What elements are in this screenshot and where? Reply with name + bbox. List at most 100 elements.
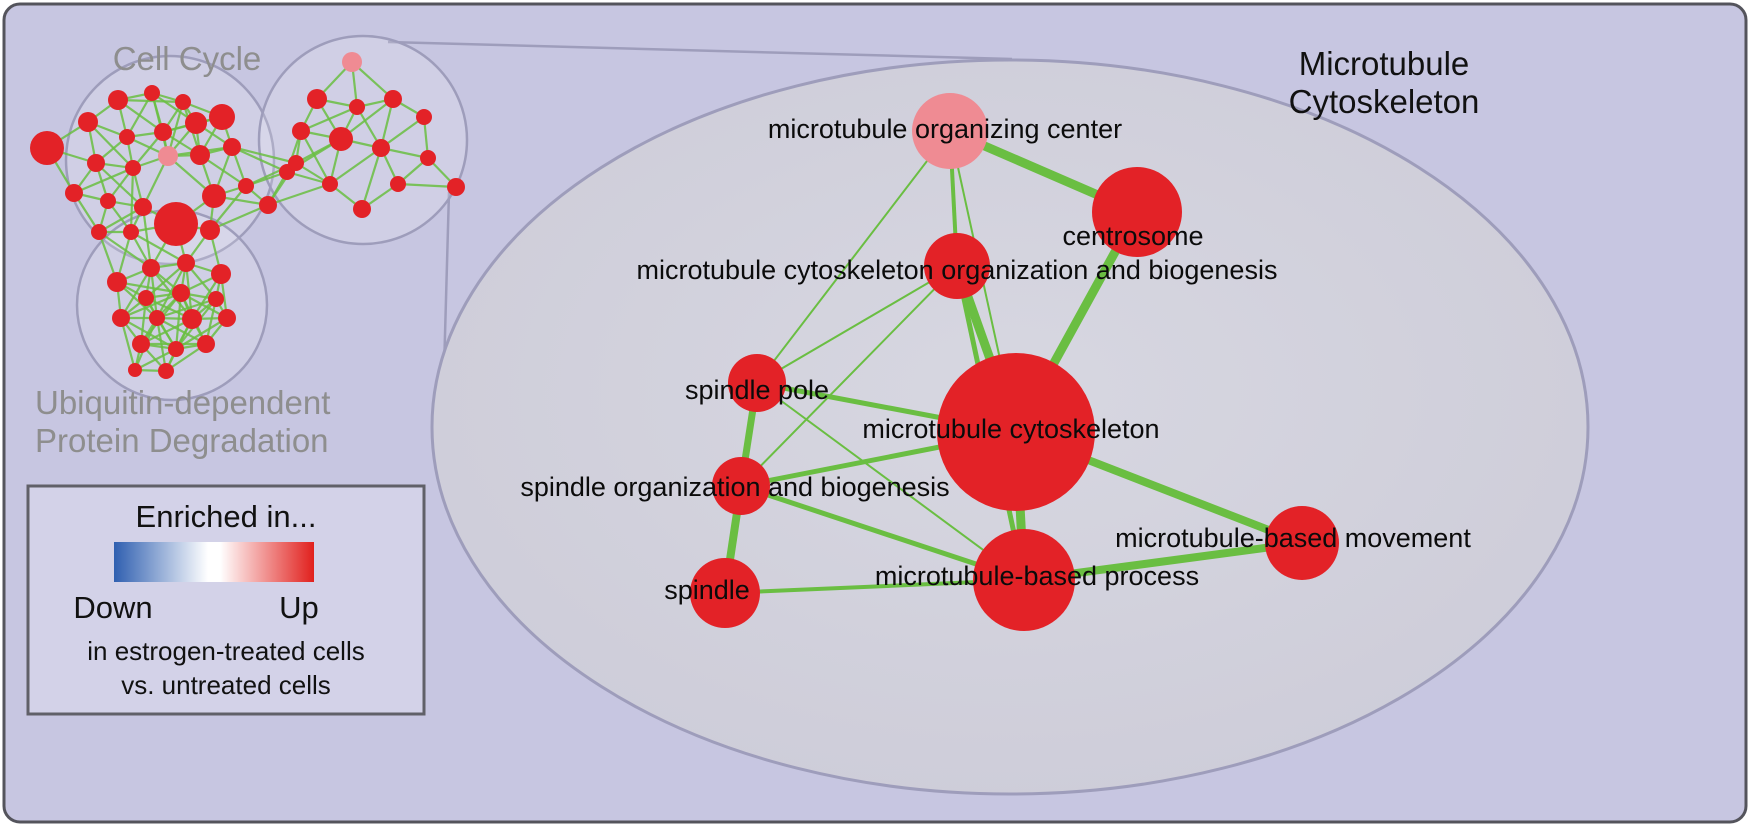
gene-set-node: [158, 363, 174, 379]
gene-set-node: [197, 335, 215, 353]
overview-edge: [329, 147, 382, 185]
node-label-spindle_pole: spindle pole: [685, 375, 829, 405]
gene-set-node-centrosome: [1092, 167, 1182, 257]
gene-set-node: [175, 94, 191, 110]
legend-title: Enriched in...: [136, 499, 317, 534]
gene-set-node: [190, 145, 210, 165]
overlap-edge-moc-spindle_pole: [756, 130, 951, 384]
gene-set-node: [372, 139, 390, 157]
legend-up-label: Up: [279, 590, 319, 625]
gene-set-node-mcob: [924, 233, 990, 299]
overview-edge: [300, 130, 331, 185]
overview-edge: [141, 206, 153, 269]
gene-set-node: [154, 202, 198, 246]
gene-set-node: [238, 178, 254, 194]
gene-set-node-mbm: [1265, 506, 1339, 580]
gene-set-node: [447, 178, 465, 196]
gene-set-node: [322, 176, 338, 192]
node-label-mbm: microtubule-based movement: [1115, 523, 1471, 553]
gene-set-node: [87, 154, 105, 172]
overlap-edge-mcob-spindle_pole: [756, 265, 958, 384]
node-label-moc: microtubule organizing center: [768, 114, 1122, 144]
overlap-edge-spindle_pole-mbp: [756, 382, 1025, 581]
gene-set-node: [30, 131, 64, 165]
gene-set-node: [108, 90, 128, 110]
gene-set-node: [158, 146, 178, 166]
legend-caption-line1: in estrogen-treated cells: [87, 636, 364, 666]
gene-set-node-mbp: [973, 529, 1075, 631]
overview-edge: [126, 92, 153, 138]
overview-edge: [156, 317, 207, 345]
gene-set-node: [208, 291, 224, 307]
gene-set-node: [134, 198, 152, 216]
gene-set-node: [211, 264, 231, 284]
overview-edge: [397, 182, 457, 189]
legend-box: [26, 484, 426, 716]
gene-set-node: [416, 109, 432, 125]
detail-nodes: [690, 93, 1339, 631]
ubiquitin-label-line1: Ubiquitin-dependent: [35, 384, 330, 421]
gene-set-node: [123, 224, 139, 240]
gene-set-node: [349, 99, 365, 115]
legend: Enriched in... Down Up in estrogen-treat…: [26, 484, 426, 716]
gene-set-node: [91, 224, 107, 240]
overview-edge: [209, 203, 269, 232]
gene-set-node-sob: [712, 457, 770, 515]
gene-set-node: [100, 193, 116, 209]
overview-edge: [130, 231, 187, 264]
node-label-sob: spindle organization and biogenesis: [520, 472, 949, 502]
node-label-mbp: microtubule-based process: [875, 561, 1199, 591]
gene-set-node: [259, 196, 277, 214]
overview-edge: [120, 291, 182, 320]
microtubule-title-line2: Cytoskeleton: [1289, 83, 1480, 120]
overview-edge: [231, 145, 288, 174]
gene-set-node: [65, 184, 83, 202]
node-label-mcob: microtubule cytoskeleton organization an…: [637, 255, 1278, 285]
gene-set-node: [182, 309, 202, 329]
overview-edge: [360, 147, 383, 210]
overview-edge: [120, 267, 152, 319]
gene-set-node: [128, 363, 142, 377]
gene-set-node: [168, 341, 184, 357]
overview-edge: [129, 167, 135, 233]
node-label-spindle: spindle: [664, 575, 750, 605]
overlap-edge-mcob-sob: [740, 265, 958, 487]
overview-edge: [98, 231, 152, 269]
zoom-connector-line: [387, 40, 1013, 61]
overview-edge: [300, 105, 358, 133]
overview-edge: [156, 262, 187, 319]
gene-set-node: [288, 155, 304, 171]
gene-set-node: [78, 112, 98, 132]
gene-set-node: [107, 272, 127, 292]
gene-set-node: [384, 90, 402, 108]
gene-set-node: [149, 310, 165, 326]
gene-set-node: [342, 52, 362, 72]
cluster-circle-microtubule: [257, 34, 469, 246]
gene-set-node: [200, 220, 220, 240]
overview-edge: [87, 121, 134, 169]
gene-set-node-mc: [937, 353, 1095, 511]
gene-set-node: [202, 184, 226, 208]
gene-set-node-moc: [912, 93, 988, 169]
node-label-centrosome: centrosome: [1062, 221, 1203, 251]
legend-down-label: Down: [73, 590, 152, 625]
cell-cycle-label: Cell Cycle: [113, 40, 262, 77]
gene-set-node-spindle: [690, 558, 760, 628]
gene-set-node: [144, 85, 160, 101]
overview-edge: [231, 145, 297, 165]
gene-set-node: [119, 129, 135, 145]
gene-set-node: [154, 123, 172, 141]
gene-set-node: [185, 112, 207, 134]
overview-edge: [174, 292, 183, 350]
gene-set-node: [142, 259, 160, 277]
gene-set-node: [172, 284, 190, 302]
gene-set-node: [307, 89, 327, 109]
gene-set-node: [125, 160, 141, 176]
ubiquitin-label-line2: Protein Degradation: [35, 422, 329, 459]
gene-set-node: [112, 309, 130, 327]
gene-set-node: [132, 335, 150, 353]
overview-nodes: [30, 52, 465, 379]
overview-edge: [156, 297, 217, 320]
